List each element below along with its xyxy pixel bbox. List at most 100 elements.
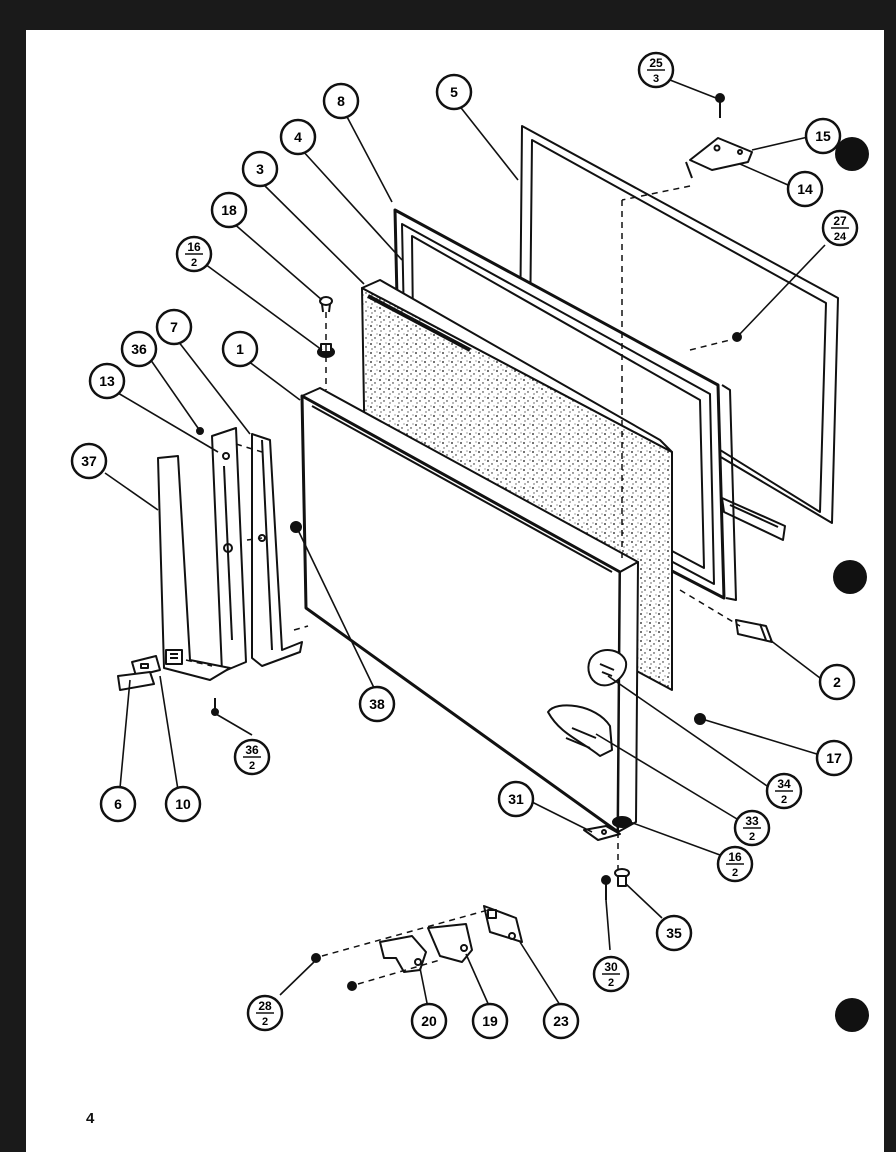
callout-c18: 18 — [210, 191, 248, 229]
callout-quantity: 2 — [732, 867, 738, 879]
callout-c10: 10 — [164, 785, 202, 823]
callout-number: 23 — [553, 1013, 569, 1029]
callout-quantity: 2 — [249, 760, 255, 772]
callout-c28: 282 — [246, 994, 284, 1032]
part-31-bottom-hinge — [583, 825, 621, 841]
callout-number: 36 — [245, 743, 259, 757]
callout-circle — [410, 1002, 448, 1040]
part-25-screw — [715, 93, 725, 118]
callout-c8: 8 — [322, 82, 360, 120]
callout-quantity: 2 — [191, 257, 197, 269]
leader-lines — [104, 79, 826, 1009]
callout-circle — [221, 330, 259, 368]
callout-number: 30 — [604, 960, 618, 974]
callout-circle — [322, 82, 360, 120]
callout-quantity: 24 — [834, 231, 847, 243]
callout-circle — [210, 191, 248, 229]
part-36-screw — [196, 427, 204, 435]
callout-circle — [786, 170, 824, 208]
callout-number: 20 — [421, 1013, 437, 1029]
callout-quantity: 2 — [608, 977, 614, 989]
callout-c30: 302 — [592, 955, 630, 993]
callout-c4: 4 — [279, 118, 317, 156]
callout-c31: 31 — [497, 780, 535, 818]
callout-number: 3 — [256, 161, 264, 177]
callout-number: 38 — [369, 696, 385, 712]
callout-number: 13 — [99, 373, 115, 389]
part-38-screw — [290, 521, 302, 533]
callout-c13: 13 — [88, 362, 126, 400]
callout-number: 2 — [833, 674, 841, 690]
part-30-screw — [601, 875, 611, 900]
part-35-pin — [614, 868, 630, 887]
callout-circle — [88, 362, 126, 400]
callout-number: 27 — [833, 214, 847, 228]
callout-number: 16 — [728, 850, 742, 864]
callout-quantity: 2 — [749, 831, 755, 843]
part-2-bracket — [735, 619, 773, 643]
callout-number: 4 — [294, 129, 302, 145]
callout-c25: 253 — [637, 51, 675, 89]
assembly-lines — [185, 185, 741, 985]
callout-c35: 35 — [655, 914, 693, 952]
callout-number: 25 — [649, 56, 663, 70]
callout-circle — [542, 1002, 580, 1040]
callout-c16a: 162 — [175, 235, 213, 273]
callout-circle — [435, 73, 473, 111]
part-13-hinge-plate — [211, 427, 247, 673]
part-23-mount — [483, 905, 523, 943]
callout-c38: 38 — [358, 685, 396, 723]
binder-hole-top — [835, 137, 869, 171]
callout-circle — [818, 663, 856, 701]
part-15-top-hinge — [685, 137, 753, 179]
callout-c17: 17 — [815, 739, 853, 777]
callout-circle — [164, 785, 202, 823]
callout-c1: 1 — [221, 330, 259, 368]
part-36-screw-lower — [211, 698, 219, 716]
callout-circle — [815, 739, 853, 777]
callout-number: 7 — [170, 319, 178, 335]
callout-c36b: 362 — [233, 738, 271, 776]
callout-number: 16 — [187, 240, 201, 254]
callout-number: 5 — [450, 84, 458, 100]
callout-circle — [120, 330, 158, 368]
callout-number: 6 — [114, 796, 122, 812]
callout-number: 33 — [745, 814, 759, 828]
part-18-plug — [319, 296, 333, 313]
callout-c3: 3 — [241, 150, 279, 188]
callout-circle — [241, 150, 279, 188]
part-10-clip — [131, 655, 161, 677]
callout-c37: 37 — [70, 442, 108, 480]
part-19-bracket — [427, 923, 473, 963]
callout-number: 19 — [482, 1013, 498, 1029]
callout-circle — [99, 785, 137, 823]
part-28-screws — [311, 953, 357, 991]
callout-quantity: 2 — [262, 1016, 268, 1028]
part-33-handle — [547, 704, 613, 757]
callout-quantity: 3 — [653, 73, 659, 85]
callout-c34: 342 — [765, 772, 803, 810]
callout-number: 37 — [81, 453, 97, 469]
callout-number: 28 — [258, 999, 272, 1013]
callout-c19: 19 — [471, 1002, 509, 1040]
callout-number: 1 — [236, 341, 244, 357]
callout-c20: 20 — [410, 1002, 448, 1040]
callout-number: 17 — [826, 750, 842, 766]
part-6-cover — [117, 671, 155, 691]
binder-hole-bottom — [835, 998, 869, 1032]
callout-c2: 2 — [818, 663, 856, 701]
callout-number: 36 — [131, 341, 147, 357]
callout-circle — [155, 308, 193, 346]
callout-circle — [70, 442, 108, 480]
binder-hole-middle — [833, 560, 867, 594]
callout-circle — [358, 685, 396, 723]
callout-number: 18 — [221, 202, 237, 218]
callout-c36: 36 — [120, 330, 158, 368]
callout-c6: 6 — [99, 785, 137, 823]
part-20-latch — [379, 935, 427, 973]
callout-number: 31 — [508, 791, 524, 807]
callout-circle — [279, 118, 317, 156]
callout-number: 10 — [175, 796, 191, 812]
